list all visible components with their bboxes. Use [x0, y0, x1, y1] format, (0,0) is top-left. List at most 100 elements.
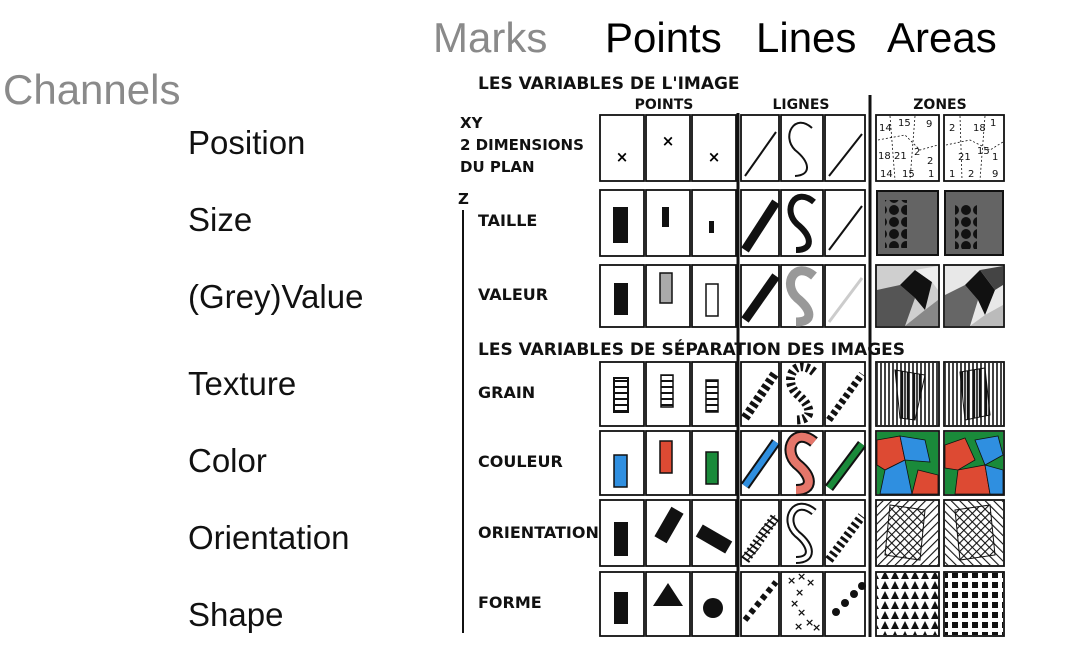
svg-text:15: 15 — [902, 169, 915, 180]
channels-title: Channels — [3, 66, 181, 113]
bar-icon — [613, 207, 628, 243]
cell-grid-row-orientation — [599, 499, 1005, 567]
bar-icon — [705, 451, 719, 485]
channel-shape: Shape — [188, 596, 284, 633]
svg-text:×: × — [805, 616, 814, 629]
bar-icon — [705, 379, 719, 413]
row-label-forme: FORME — [478, 593, 542, 612]
triangle-icon — [653, 583, 683, 606]
svg-text:×: × — [797, 606, 806, 619]
position-area-numbers-b: 2 18 1 21 15 1 1 2 9 — [949, 118, 998, 180]
svg-text:15: 15 — [977, 146, 990, 157]
line-icon — [741, 273, 780, 323]
col-header-zones: ZONES — [913, 97, 966, 113]
xy-label-line-3: DU PLAN — [460, 158, 535, 176]
cell-grid-row-grain — [599, 361, 1005, 427]
channel-color: Color — [188, 442, 267, 479]
position-area-numbers-a: 14 15 9 18 21 2 2 14 15 1 — [878, 118, 934, 180]
cross-icon: × — [662, 132, 675, 150]
svg-text:1: 1 — [949, 169, 955, 180]
circle-icon — [703, 598, 723, 618]
cell-grid-row-forme — [599, 571, 1005, 637]
line-icon — [741, 369, 780, 421]
s-curve-icon — [788, 121, 813, 177]
col-header-points: POINTS — [635, 97, 694, 113]
bar-icon — [614, 283, 628, 315]
line-icon — [826, 371, 865, 423]
area-pattern-icon — [877, 573, 938, 635]
bar-icon — [709, 221, 714, 233]
svg-text:2: 2 — [968, 169, 974, 180]
bar-icon — [660, 374, 674, 408]
line-icon — [827, 277, 864, 323]
title-separation-variables: LES VARIABLES DE SÉPARATION DES IMAGES — [478, 338, 905, 360]
s-curve-icon — [787, 193, 816, 253]
svg-text:21: 21 — [958, 152, 971, 163]
z-label: Z — [458, 190, 469, 208]
row-label-valeur: VALEUR — [478, 285, 548, 304]
bar-icon — [613, 377, 629, 413]
bar-icon — [695, 524, 733, 554]
cell-grid-row-taille — [599, 189, 866, 257]
bar-icon — [654, 506, 684, 544]
position-area-lines — [877, 115, 1004, 181]
cross-icon: × — [616, 148, 629, 166]
line-icon — [825, 513, 866, 563]
svg-text:1: 1 — [990, 118, 996, 129]
s-curve-icon — [786, 362, 817, 425]
svg-text:1: 1 — [928, 169, 934, 180]
svg-text:14: 14 — [880, 169, 893, 180]
row-label-taille: TAILLE — [478, 211, 537, 230]
svg-text:×: × — [794, 620, 803, 633]
line-icon — [742, 580, 779, 622]
channel-texture: Texture — [188, 365, 297, 402]
bar-icon — [659, 440, 673, 474]
channel-position: Position — [188, 124, 306, 161]
svg-text:14: 14 — [879, 123, 892, 134]
channel-size: Size — [188, 201, 253, 238]
xy-label-line-2: 2 DIMENSIONS — [460, 136, 584, 154]
svg-text:2: 2 — [949, 123, 955, 134]
svg-text:2: 2 — [914, 147, 920, 158]
cell-grid-row-valeur — [599, 264, 1005, 328]
svg-text:1: 1 — [992, 152, 998, 163]
header-points: Points — [605, 14, 722, 61]
row-label-couleur: COULEUR — [478, 452, 563, 471]
row-label-orientation: ORIENTATION — [478, 523, 599, 542]
bar-icon — [613, 454, 628, 488]
svg-text:9: 9 — [992, 169, 998, 180]
cell-grid-row-position — [599, 114, 1005, 182]
bar-icon — [659, 272, 673, 304]
s-curve-icon — [786, 266, 817, 327]
col-header-lignes: LIGNES — [773, 97, 830, 113]
svg-text:2: 2 — [927, 156, 933, 167]
cell-grid-row-couleur — [599, 430, 1005, 496]
svg-text:×: × — [797, 570, 806, 583]
area-pattern-icon — [945, 573, 1003, 635]
cross-icon: × — [708, 148, 721, 166]
header-marks: Marks — [433, 14, 548, 61]
svg-text:21: 21 — [894, 151, 907, 162]
channel-orientation: Orientation — [188, 519, 350, 556]
bar-icon — [662, 207, 669, 227]
svg-text:×: × — [790, 597, 799, 610]
xy-label-line-1: XY — [460, 114, 484, 132]
line-icon — [828, 205, 863, 251]
line-icon — [744, 131, 777, 177]
header-lines: Lines — [756, 14, 857, 61]
channel-value: (Grey)Value — [188, 278, 364, 315]
svg-text:×: × — [806, 576, 815, 589]
header-areas: Areas — [887, 14, 997, 61]
svg-text:18: 18 — [878, 151, 891, 162]
svg-text:×: × — [812, 621, 821, 634]
s-curve-icon: ××× ××× ××× — [787, 570, 821, 634]
bar-icon — [614, 522, 628, 556]
svg-text:15: 15 — [898, 118, 911, 129]
dot-line-icon — [832, 582, 866, 616]
svg-text:×: × — [787, 574, 796, 587]
bar-icon — [705, 283, 719, 317]
title-image-variables: LES VARIABLES DE L'IMAGE — [478, 74, 740, 94]
line-icon — [741, 199, 780, 253]
svg-text:×: × — [795, 586, 804, 599]
